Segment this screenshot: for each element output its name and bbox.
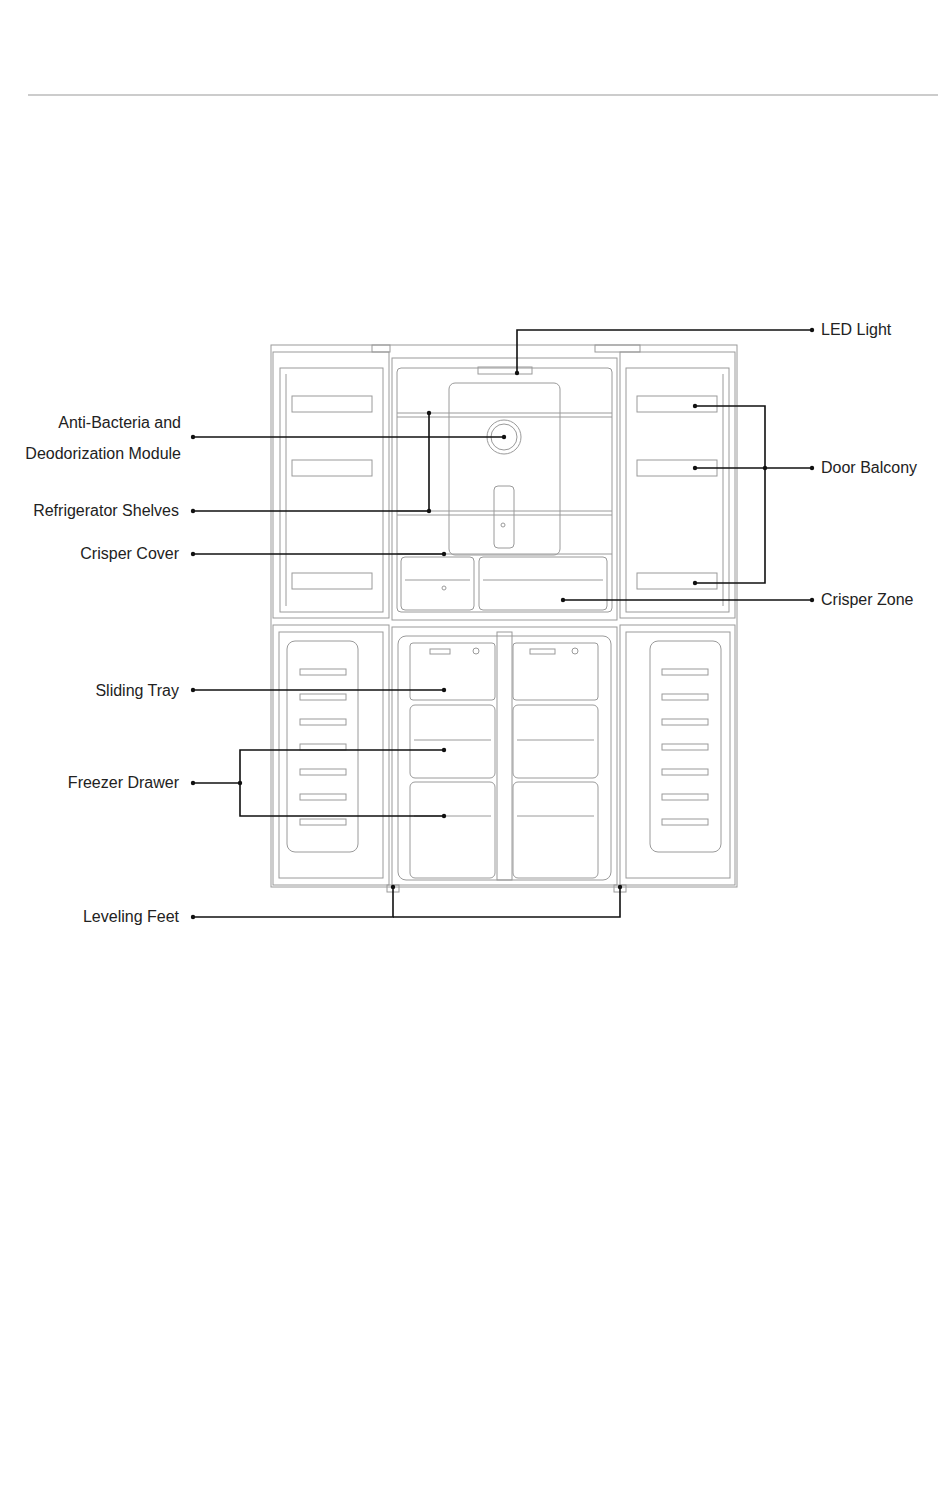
part-label: Crisper Zone bbox=[821, 590, 913, 610]
top-rule bbox=[28, 94, 938, 95]
part-label: Leveling Feet bbox=[83, 907, 179, 927]
part-label: Anti-Bacteria and Deodorization Module bbox=[4, 407, 181, 469]
part-label: Freezer Drawer bbox=[68, 773, 179, 793]
part-label: Crisper Cover bbox=[80, 544, 179, 564]
part-label: LED Light bbox=[821, 320, 891, 340]
leader-lines bbox=[193, 330, 812, 917]
part-label: Refrigerator Shelves bbox=[33, 501, 179, 521]
fridge-drawing bbox=[271, 345, 737, 892]
part-label: Door Balcony bbox=[821, 458, 917, 478]
leader-dots bbox=[191, 328, 814, 919]
part-label: Sliding Tray bbox=[95, 681, 179, 701]
